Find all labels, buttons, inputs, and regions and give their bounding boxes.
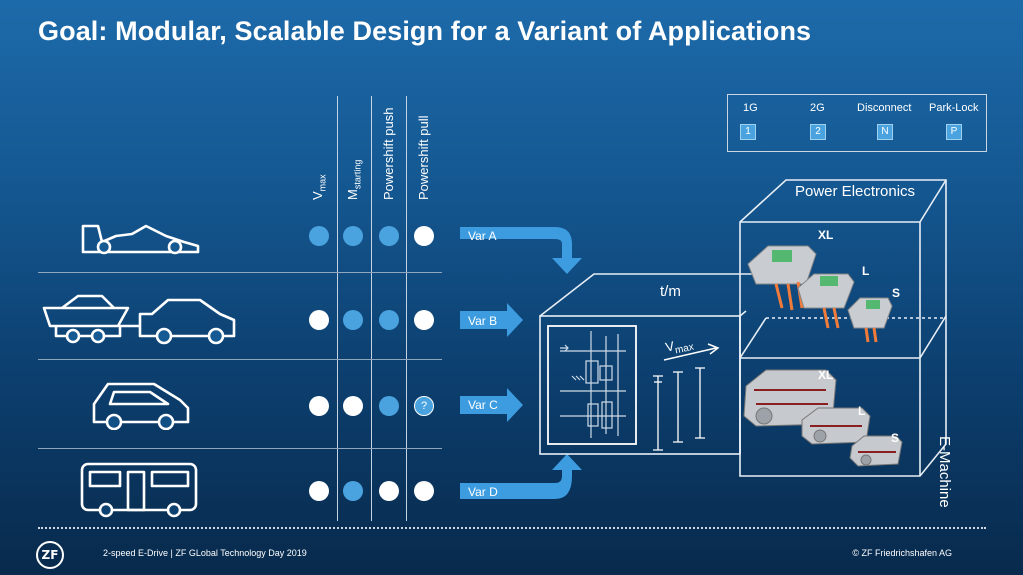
row-divider-3 <box>38 448 442 449</box>
power-electronics-modules <box>747 245 893 343</box>
column-divider-1 <box>337 96 338 521</box>
var-d-label: Var D <box>468 485 498 499</box>
feature-dot: ? <box>414 396 434 416</box>
vmax-sub: max <box>317 174 328 192</box>
column-divider-2 <box>371 96 372 521</box>
feature-dot <box>379 396 399 416</box>
feature-dot <box>414 226 434 246</box>
modular-system-diagram <box>539 179 947 477</box>
feature-dot <box>379 226 399 246</box>
slide-title: Goal: Modular, Scalable Design for a Var… <box>38 16 812 46</box>
column-header-pull: Powershift pull <box>416 115 431 200</box>
feature-dot <box>379 481 399 501</box>
legend-symbol-2: 2 <box>810 124 826 140</box>
legend-label-disconnect: Disconnect <box>857 102 912 114</box>
bus-icon <box>80 462 198 518</box>
car-with-trailer-icon <box>42 294 236 345</box>
var-c-label: Var C <box>468 398 498 412</box>
feature-dot <box>343 226 363 246</box>
small-car-icon <box>92 382 190 430</box>
column-header-vmax: Vmax <box>310 174 328 200</box>
em-size-l: L <box>858 404 866 418</box>
column-header-push: Powershift push <box>381 107 396 201</box>
feature-dot <box>309 481 329 501</box>
feature-dot <box>414 481 434 501</box>
feature-dot <box>343 310 363 330</box>
transmission-label: t/m <box>660 283 681 300</box>
legend-label-1g: 1G <box>743 102 758 114</box>
em-size-xl: XL <box>818 368 834 382</box>
feature-dot <box>309 226 329 246</box>
pe-size-s: S <box>892 286 901 300</box>
legend-label-parklock: Park-Lock <box>929 102 979 114</box>
var-a-arrow <box>460 227 582 274</box>
footer-caption: 2-speed E-Drive | ZF GLobal Technology D… <box>103 548 307 558</box>
footer-copyright: © ZF Friedrichshafen AG <box>852 548 952 558</box>
row-divider-2 <box>38 359 442 360</box>
mstart-sub: starting <box>352 159 363 190</box>
feature-dot <box>309 396 329 416</box>
column-header-mstarting: Mstarting <box>345 160 363 200</box>
shift-legend: 1G 2G Disconnect Park-Lock 1 2 N P <box>727 94 987 152</box>
var-a-label: Var A <box>468 229 497 243</box>
legend-symbol-p: P <box>946 124 962 140</box>
power-electronics-label: Power Electronics <box>795 183 916 200</box>
var-b-arrow <box>460 303 523 337</box>
legend-symbol-1: 1 <box>740 124 756 140</box>
em-size-s: S <box>891 431 900 445</box>
var-b-label: Var B <box>468 314 498 328</box>
mstart-main: M <box>345 189 360 200</box>
var-c-arrow <box>460 388 523 422</box>
column-divider-3 <box>406 96 407 521</box>
feature-dot <box>309 310 329 330</box>
race-car-icon <box>81 224 200 255</box>
feature-dot <box>379 310 399 330</box>
row-divider-1 <box>38 272 442 273</box>
e-machine-label: E-Machine <box>936 436 953 508</box>
feature-dot <box>343 396 363 416</box>
feature-dot <box>414 310 434 330</box>
e-machine-modules <box>743 369 903 467</box>
vmax-main: V <box>310 191 325 200</box>
legend-label-2g: 2G <box>810 102 825 114</box>
variant-arrows <box>460 227 582 499</box>
pe-size-xl: XL <box>818 228 834 242</box>
pe-size-l: L <box>862 264 870 278</box>
feature-dot <box>343 481 363 501</box>
var-d-arrow <box>460 454 582 499</box>
footer-divider <box>38 527 986 529</box>
legend-symbol-n: N <box>877 124 893 140</box>
zf-logo: ZF <box>36 541 64 569</box>
